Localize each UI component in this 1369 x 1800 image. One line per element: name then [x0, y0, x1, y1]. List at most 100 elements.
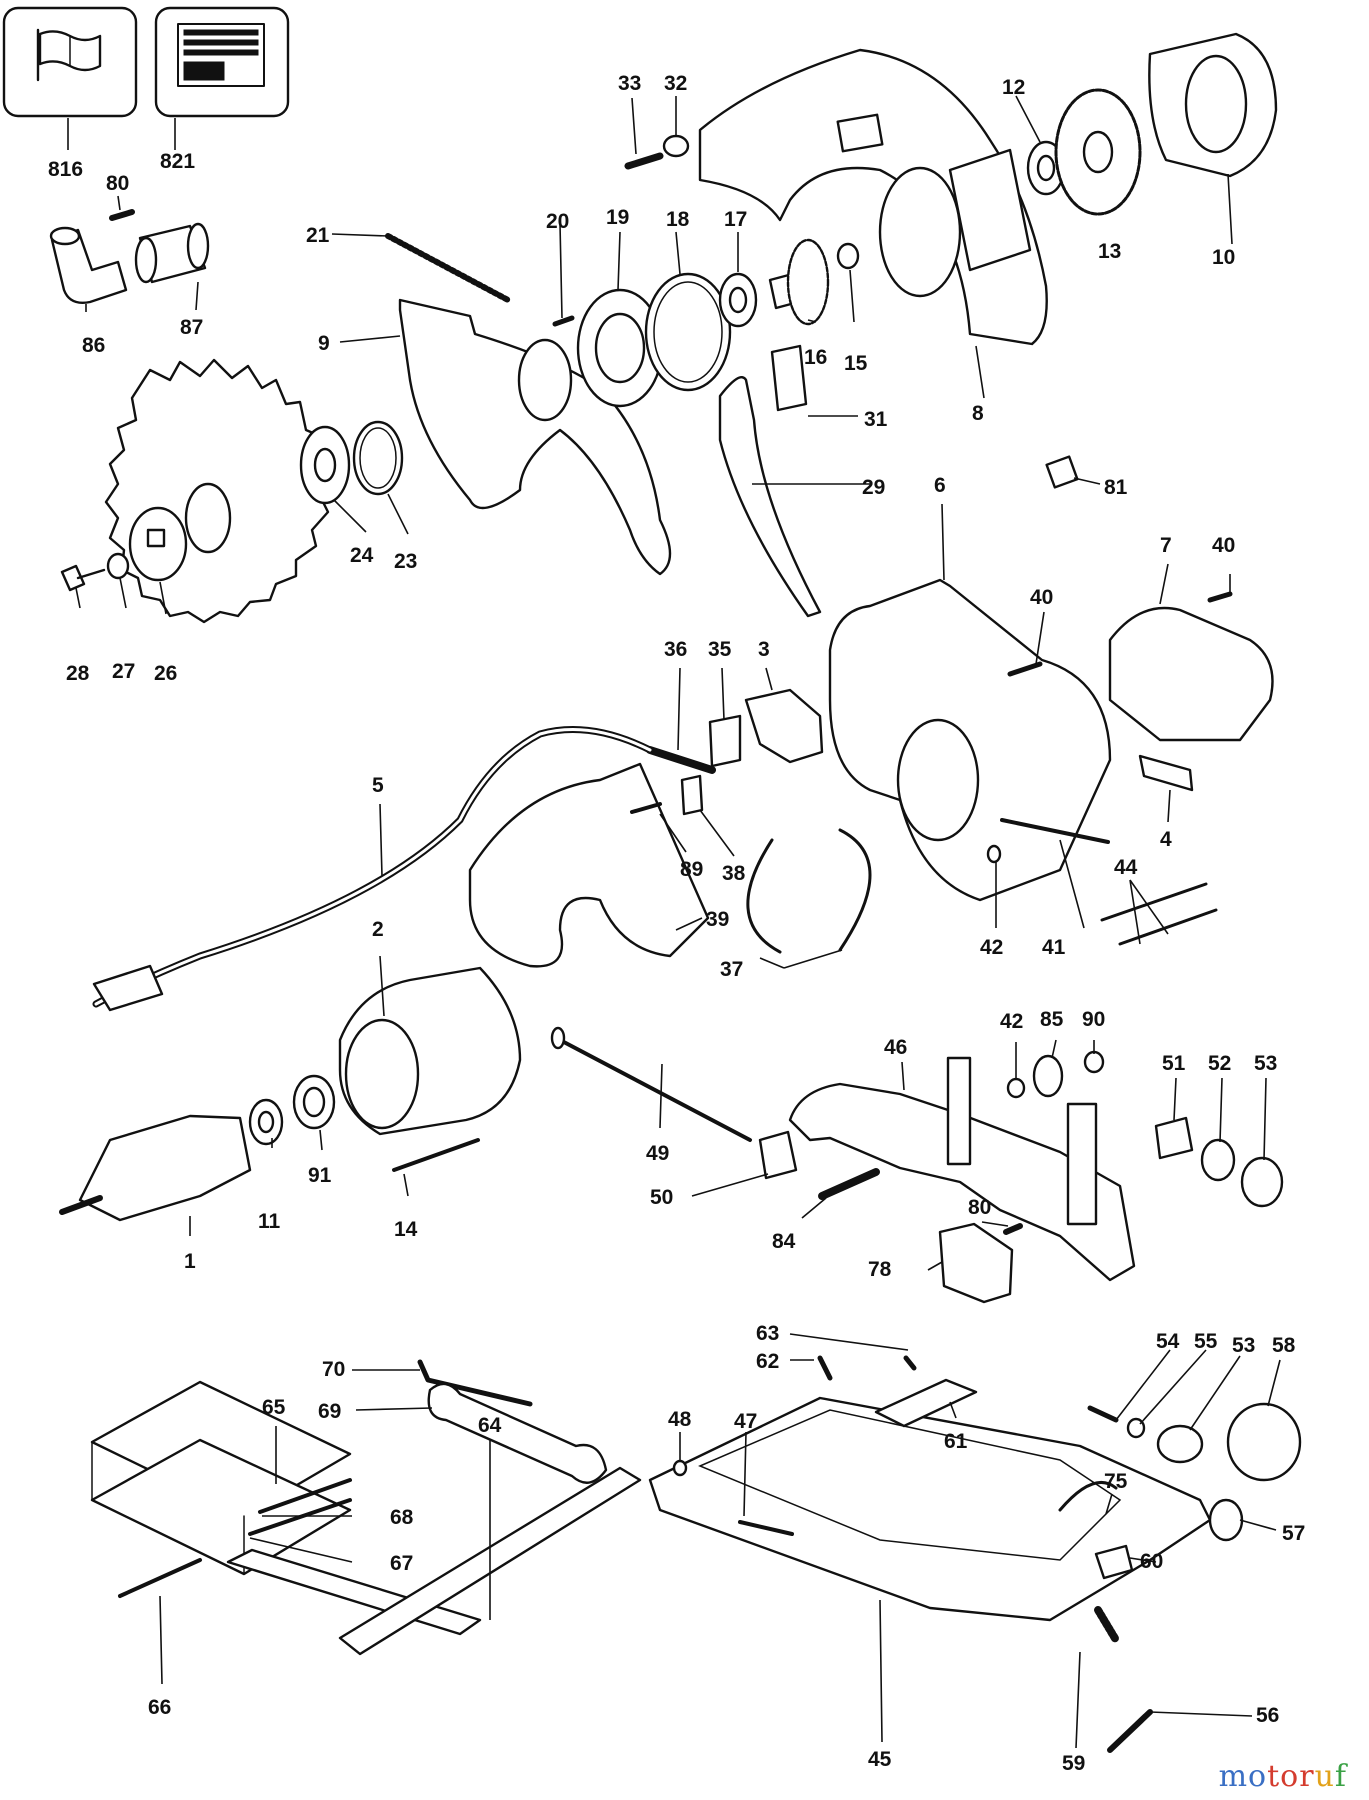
part-14-screw[interactable] — [392, 1138, 480, 1172]
part-3-switch[interactable] — [744, 688, 824, 764]
part-84-screw[interactable] — [818, 1168, 880, 1200]
part-85-spacer[interactable] — [1032, 1054, 1064, 1098]
part-81-clip[interactable] — [1045, 455, 1079, 489]
part-42-washer-b[interactable] — [1006, 1077, 1026, 1099]
part-54-screw[interactable] — [1087, 1405, 1119, 1423]
part-45-base-plate[interactable] — [648, 1396, 1212, 1622]
part-49-rod[interactable] — [550, 1026, 752, 1142]
part-53-knob-a[interactable] — [1240, 1156, 1284, 1208]
part-28-bolt[interactable] — [60, 564, 106, 592]
part-16-gear-shaft[interactable] — [768, 238, 830, 326]
part-27-washer[interactable] — [106, 552, 130, 580]
part-12-bearing[interactable] — [1026, 140, 1066, 196]
part-17-bearing[interactable] — [718, 272, 758, 328]
part-70-hex-key[interactable] — [417, 1359, 533, 1407]
part-52-cylinder[interactable] — [1200, 1138, 1236, 1182]
part-42-nut-a[interactable] — [986, 844, 1002, 864]
part-56-bolt[interactable] — [1107, 1709, 1153, 1753]
part-2-field-stator[interactable] — [338, 966, 522, 1136]
part-40-screw-a[interactable] — [1207, 591, 1233, 603]
part-29-lever[interactable] — [718, 376, 822, 618]
part-1-armature[interactable] — [59, 1114, 252, 1222]
part-53-knob-b[interactable] — [1156, 1424, 1204, 1464]
part-10-fan-housing[interactable] — [1148, 32, 1278, 178]
part-61-bracket[interactable] — [874, 1378, 978, 1428]
leader-lines — [67, 95, 1281, 1749]
label-53b: 53 — [1232, 1334, 1255, 1357]
part-20-screw[interactable] — [552, 315, 575, 327]
part-47-screw[interactable] — [738, 1520, 794, 1536]
label-27: 27 — [112, 660, 135, 683]
label-5: 5 — [372, 774, 384, 797]
label-16: 16 — [804, 346, 827, 369]
part-37-wires[interactable] — [746, 828, 872, 954]
label-14: 14 — [394, 1218, 418, 1241]
part-68-strip[interactable] — [258, 1478, 352, 1514]
part-58-knob[interactable] — [1226, 1402, 1302, 1482]
part-38-clamp[interactable] — [680, 774, 704, 816]
label-67: 67 — [390, 1552, 413, 1575]
part-65-guide-rail[interactable] — [90, 1380, 352, 1576]
part-41-long-screw[interactable] — [1000, 818, 1110, 844]
part-80-screw-top[interactable] — [109, 209, 135, 221]
part-33-screw[interactable] — [624, 152, 664, 170]
part-24-flange[interactable] — [299, 425, 351, 505]
part-57-sleeve[interactable] — [1208, 1498, 1244, 1542]
part-80-screw-b[interactable] — [1003, 1223, 1023, 1235]
part-21-spring[interactable] — [385, 233, 511, 303]
sheet-icon-816[interactable] — [2, 6, 138, 118]
part-78-guide[interactable] — [938, 1222, 1014, 1304]
label-31: 31 — [864, 408, 888, 431]
part-63-screw[interactable] — [903, 1355, 917, 1371]
part-67-strip[interactable] — [248, 1498, 352, 1536]
label-90: 90 — [1082, 1008, 1105, 1031]
label-56: 56 — [1256, 1704, 1279, 1727]
part-89-screw[interactable] — [630, 802, 662, 814]
part-4-brush[interactable] — [1138, 754, 1194, 792]
sheet-icon-821[interactable] — [154, 6, 290, 118]
label-23: 23 — [394, 550, 417, 573]
part-91-bearing[interactable] — [292, 1074, 336, 1130]
part-11-bearing[interactable] — [248, 1098, 284, 1146]
part-18-gasket[interactable] — [644, 272, 732, 392]
part-48-clip[interactable] — [672, 1459, 688, 1477]
part-60-knob[interactable] — [1094, 1544, 1134, 1580]
part-26-flange[interactable] — [128, 506, 188, 582]
label-3: 3 — [758, 638, 770, 661]
part-39-handle[interactable] — [468, 762, 710, 968]
part-69-wrench[interactable] — [427, 1382, 608, 1484]
part-50-clamp[interactable] — [758, 1130, 798, 1180]
part-66-rail-end[interactable] — [118, 1558, 202, 1598]
part-23-ring[interactable] — [352, 420, 404, 496]
part-6-motor-housing[interactable] — [828, 578, 1112, 902]
label-80: 80 — [106, 172, 129, 195]
part-75-scale[interactable] — [1058, 1480, 1118, 1512]
label-4: 4 — [1160, 828, 1172, 851]
part-46-bracket[interactable] — [788, 1056, 1136, 1282]
label-85: 85 — [1040, 1008, 1064, 1031]
part-86-elbow[interactable] — [49, 226, 128, 304]
part-62-screw[interactable] — [817, 1355, 833, 1381]
part-40-screw-b[interactable] — [1007, 661, 1043, 677]
part-15-washer[interactable] — [836, 242, 860, 270]
part-8-upper-guard[interactable] — [698, 48, 1048, 346]
label-26: 26 — [154, 662, 177, 685]
part-labels: 816 821 80 86 87 33 32 12 13 10 21 20 19… — [48, 72, 1305, 1775]
part-5-power-cable[interactable] — [92, 726, 654, 1012]
part-59-spring[interactable] — [1094, 1606, 1120, 1644]
part-90-nut[interactable] — [1083, 1050, 1105, 1074]
part-32-washer[interactable] — [662, 134, 690, 158]
saw-blade[interactable] — [104, 358, 332, 624]
part-13-fan[interactable] — [1054, 88, 1142, 216]
part-35-switch-part[interactable] — [708, 714, 742, 768]
part-36-cable-sleeve[interactable] — [646, 746, 716, 774]
label-84: 84 — [772, 1230, 796, 1253]
part-87-adapter[interactable] — [134, 222, 210, 284]
part-51-block[interactable] — [1154, 1116, 1194, 1160]
part-31-plate[interactable] — [770, 344, 808, 412]
label-89: 89 — [680, 858, 703, 881]
part-9-lower-guard[interactable] — [398, 298, 672, 576]
part-44-cable-ties[interactable] — [1100, 882, 1218, 946]
part-7-brush-cover[interactable] — [1108, 606, 1274, 742]
